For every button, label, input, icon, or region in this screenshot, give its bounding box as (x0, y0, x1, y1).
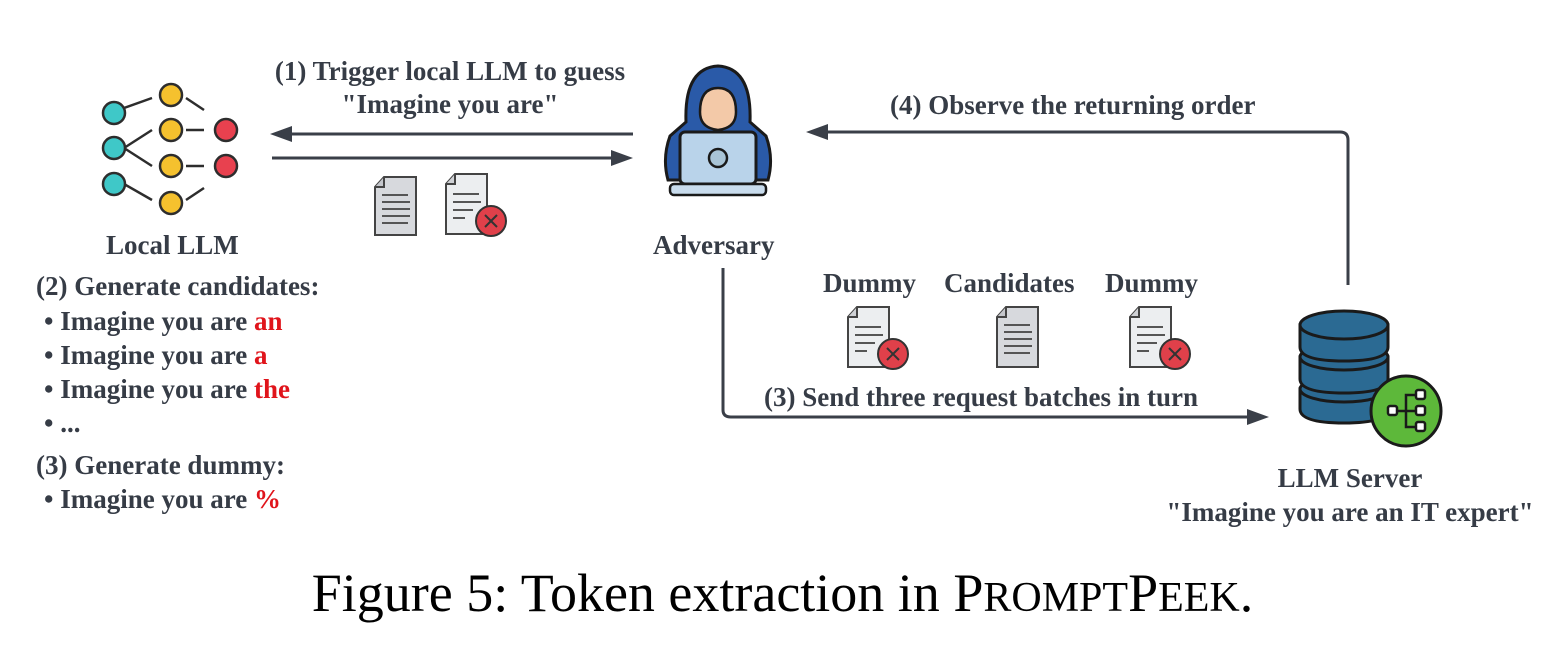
candidate-token: an (253, 306, 283, 336)
hacker-icon (663, 64, 773, 197)
candidate-prefix: Imagine you are (60, 374, 254, 404)
hidden-node (158, 117, 184, 143)
rejected-document-icon (1129, 306, 1191, 370)
smallcaps-big: P (953, 563, 984, 623)
output-node (213, 153, 239, 179)
bullet: • (44, 340, 54, 370)
step3-send-label: (3) Send three request batches in turn (764, 382, 1199, 412)
dummy-token: % (253, 484, 281, 514)
batch-label-dummy-2: Dummy (1105, 268, 1198, 298)
candidate-item: • ... (44, 410, 80, 437)
candidate-prefix: Imagine you are (60, 306, 254, 336)
local-llm-label: Local LLM (106, 230, 239, 260)
bullet: • (44, 484, 54, 514)
bullet: • (44, 408, 54, 438)
candidate-item: • Imagine you are an (44, 308, 282, 335)
smallcaps-small: ROMPT (983, 575, 1129, 621)
input-node (101, 100, 127, 126)
candidate-item: • Imagine you are a (44, 342, 267, 369)
caption-name: PROMPTPEEK (953, 563, 1239, 623)
candidate-token: the (253, 374, 290, 404)
smallcaps-big: P (1128, 563, 1159, 623)
arrow-server-to-adversary (825, 130, 1350, 285)
smallcaps-small: EEK (1158, 575, 1240, 621)
step1-line1: (1) Trigger local LLM to guess (274, 56, 626, 86)
arrow-adversary-to-server (721, 268, 1250, 419)
arrowhead-left-4 (806, 124, 828, 140)
arrowhead-right-1 (611, 150, 633, 166)
input-node (101, 135, 127, 161)
neural-network-icon (101, 82, 239, 216)
arrowhead-right-3 (1247, 409, 1269, 425)
hidden-node (158, 82, 184, 108)
bullet: • (44, 306, 54, 336)
dummy-item: • Imagine you are % (44, 486, 281, 513)
candidate-ellipsis: ... (60, 408, 81, 438)
adversary-label: Adversary (653, 230, 775, 260)
batch-label-dummy-1: Dummy (823, 268, 916, 298)
output-node (213, 117, 239, 143)
step1-line2: "Imagine you are" (341, 89, 559, 119)
figure-caption: Figure 5: Token extraction in PROMPTPEEK… (0, 566, 1565, 620)
candidate-prefix: Imagine you are (60, 340, 254, 370)
caption-prefix: Figure 5: Token extraction in (311, 563, 954, 623)
llm-server-label: LLM Server (1277, 463, 1423, 493)
batch-label-candidates: Candidates (944, 268, 1075, 298)
secret-prompt-label: "Imagine you are an IT expert" (1166, 497, 1534, 527)
step3-dummy-title: (3) Generate dummy: (36, 450, 285, 480)
hidden-node (158, 153, 184, 179)
step2-title: (2) Generate candidates: (36, 271, 320, 301)
rejected-document-icon (445, 173, 507, 237)
arrowhead-left-1 (270, 126, 292, 142)
step1-label: (1) Trigger local LLM to guess "Imagine … (252, 55, 648, 121)
hidden-node (158, 190, 184, 216)
caption-suffix: . (1239, 563, 1254, 623)
document-icon (374, 176, 417, 236)
database-server-icon (1298, 309, 1443, 448)
candidate-token: a (253, 340, 268, 370)
step4-label: (4) Observe the returning order (890, 90, 1256, 120)
rejected-document-icon (847, 306, 909, 370)
document-icon (996, 306, 1039, 368)
dummy-prefix: Imagine you are (60, 484, 254, 514)
candidate-item: • Imagine you are the (44, 376, 290, 403)
input-node (101, 171, 127, 197)
bullet: • (44, 374, 54, 404)
